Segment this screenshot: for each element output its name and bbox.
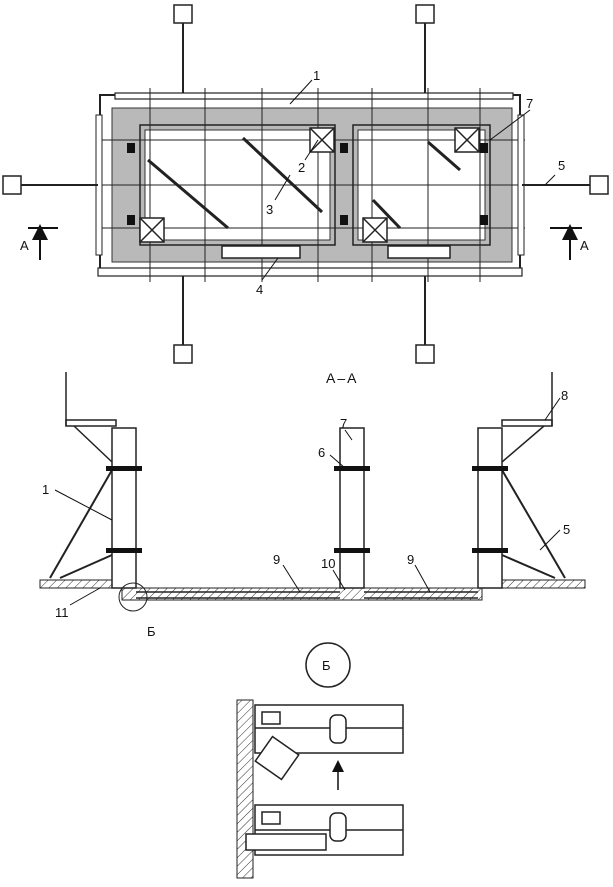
plan-label-2: 2 <box>298 160 305 175</box>
bottom-insert-left <box>221 245 301 259</box>
corner-ties <box>139 127 480 243</box>
slab-left <box>121 587 483 601</box>
detail-circle <box>118 582 148 612</box>
platforms <box>65 372 553 463</box>
detail-lower <box>245 804 404 856</box>
plan-leaders <box>261 79 556 281</box>
section-mark-left: А <box>20 238 29 253</box>
detail-view: Б <box>236 642 404 879</box>
detail-wall <box>236 699 254 879</box>
section-label-11: 11 <box>55 605 69 620</box>
plan-label-3: 3 <box>266 202 273 217</box>
section-label-7: 7 <box>340 416 347 431</box>
section-label-9b: 9 <box>407 552 414 567</box>
outer-frame-rail-bottom <box>97 267 523 277</box>
plan-view: А А 1 2 3 4 5 7 <box>2 4 609 364</box>
detail-upper <box>254 704 404 781</box>
plan-label-7: 7 <box>526 96 533 111</box>
plan-label-4: 4 <box>256 282 263 297</box>
wall-middle <box>339 427 365 589</box>
props <box>20 22 598 345</box>
section-braces <box>49 469 566 579</box>
section-label-9a: 9 <box>273 552 280 567</box>
plan-label-5: 5 <box>558 158 565 173</box>
section-marks <box>28 224 582 260</box>
section-label-1: 1 <box>42 482 49 497</box>
bottom-insert-right <box>387 245 451 259</box>
section-label-6: 6 <box>318 445 325 460</box>
section-label-10: 10 <box>321 556 335 571</box>
wall-right <box>477 427 503 589</box>
section-mark-right: А <box>580 238 589 253</box>
bottom-ties <box>136 591 478 599</box>
section-label-8: 8 <box>561 388 568 403</box>
diagonal-braces <box>147 136 461 230</box>
detail-label: Б <box>322 658 331 673</box>
section-view: А–А <box>39 370 586 639</box>
section-title: А–А <box>326 370 358 386</box>
section-leaders <box>54 397 561 606</box>
prop-anchor-plates <box>2 4 609 364</box>
detail-label-circle <box>305 642 351 688</box>
plan-label-1: 1 <box>313 68 320 83</box>
wall-body <box>111 107 513 263</box>
corner-blocks <box>127 143 488 225</box>
detail-ref: Б <box>147 624 156 639</box>
section-label-5: 5 <box>563 522 570 537</box>
clamps <box>106 466 508 553</box>
outer-frame-rail-top <box>114 92 514 100</box>
wall-left <box>111 427 137 589</box>
